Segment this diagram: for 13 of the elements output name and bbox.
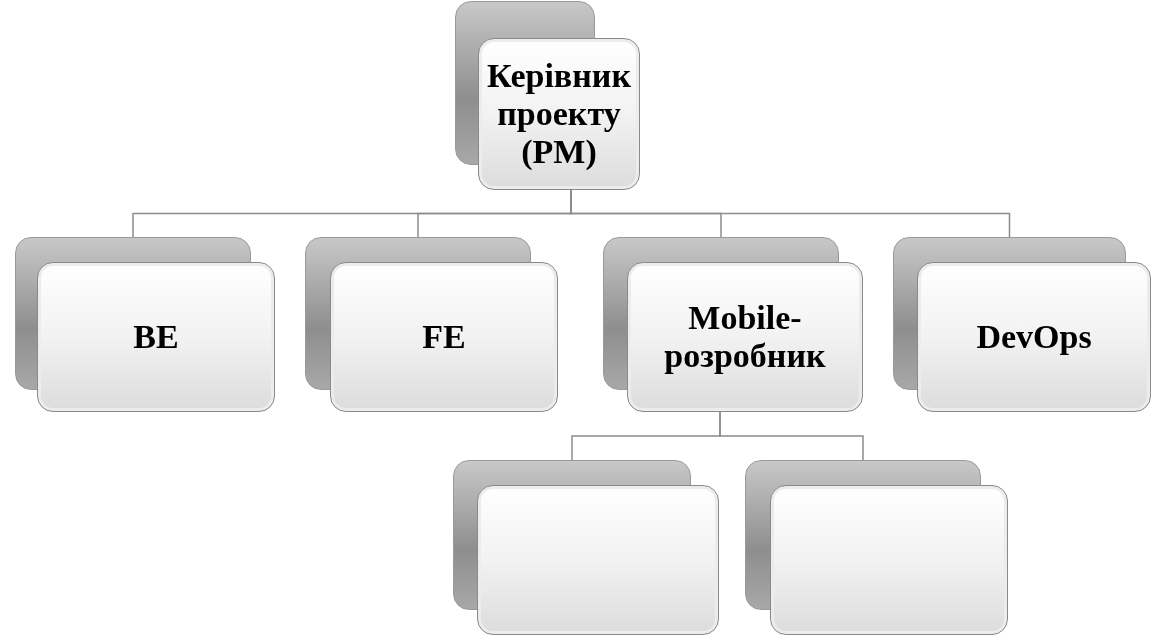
role-label: BE <box>132 317 180 357</box>
stacked-cards <box>453 460 719 635</box>
role-label: Mobile-розробник <box>663 298 827 376</box>
connector-line <box>719 411 864 461</box>
stacked-cards <box>745 460 1008 635</box>
stacked-cards <box>305 237 558 412</box>
role-label: Керівник проекту (PM) <box>486 56 632 172</box>
stacked-cards <box>15 237 275 412</box>
stacked-cards <box>455 1 640 190</box>
stacked-cards <box>603 237 863 412</box>
role-label: DevOps <box>975 317 1093 357</box>
role-label: FE <box>421 317 467 357</box>
stacked-cards <box>893 237 1151 412</box>
